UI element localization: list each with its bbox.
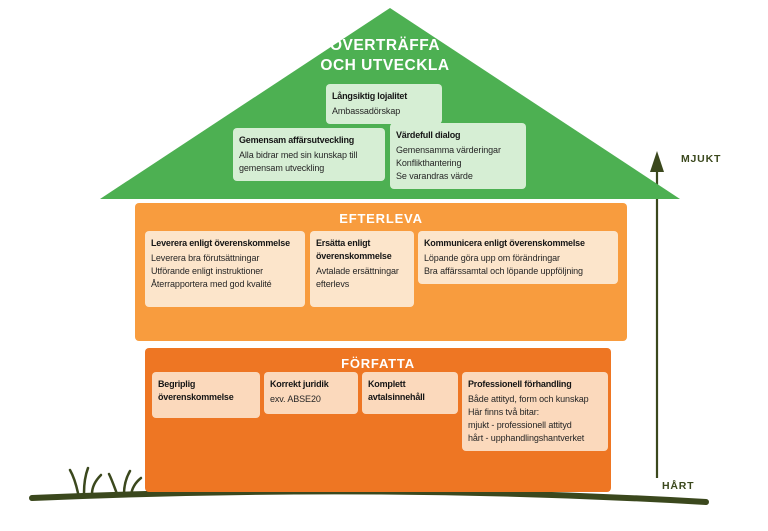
ground-line <box>29 488 709 505</box>
card-line: Alla bidrar med sin kunskap till <box>239 150 358 161</box>
card-line: Återrapportera med god kvalité <box>151 279 272 290</box>
card-professionell-forhandling: Professionell förhandling Både attityd, … <box>462 372 608 452</box>
card-title: Professionell förhandling <box>468 379 572 389</box>
card-line: Leverera bra förutsättningar <box>151 253 260 264</box>
card-kommunicera-enligt-overenskommelse: Kommunicera enligt överenskommelse Löpan… <box>418 231 618 285</box>
axis-arrow-icon <box>650 151 664 478</box>
card-line: Här finns två bitar: <box>468 407 540 418</box>
roof-title-line: OCH UTVECKLA <box>320 57 450 75</box>
card-begriplig-overenskommelse: Begriplig överenskommelse <box>152 372 260 418</box>
card-leverera-enligt-overenskommelse: Leverera enligt överenskommelse Leverera… <box>145 231 305 307</box>
axis-label-hard: HÅRT <box>662 480 695 492</box>
card-line: hårt - upphandlingshantverket <box>468 433 585 444</box>
card-line: Både attityd, form och kunskap <box>468 394 589 405</box>
axis-label-soft: MJUKT <box>681 153 722 165</box>
card-title: Gemensam affärsutveckling <box>239 135 355 145</box>
roof-title: ÖVERTRÄFFA OCH UTVECKLA <box>295 36 475 76</box>
card-ersatta-enligt-overenskommelse: Ersätta enligt överenskommelse Avtalade … <box>310 231 414 307</box>
card-title: Långsiktig lojalitet <box>332 91 408 101</box>
card-title: Komplett avtalsinnehåll <box>368 379 425 403</box>
card-vardefull-dialog: Värdefull dialog Gemensamma värderingar … <box>390 123 526 190</box>
roof-title-line: ÖVERTRÄFFA <box>329 37 441 54</box>
card-line: Ambassadörskap <box>332 106 401 117</box>
card-line: Se varandras värde <box>396 171 473 182</box>
card-langsiktig-lojalitet: Långsiktig lojalitet Ambassadörskap <box>326 84 442 125</box>
bottom-section-title: FÖRFATTA <box>341 356 415 371</box>
card-line: exv. ABSE20 <box>270 394 321 405</box>
middle-section-title: EFTERLEVA <box>339 211 423 226</box>
card-title: Kommunicera enligt överenskommelse <box>424 238 585 248</box>
card-title: Korrekt juridik <box>270 379 329 389</box>
card-line: Konflikthantering <box>396 158 462 169</box>
card-title: Värdefull dialog <box>396 130 461 140</box>
card-gemensam-affarsutveckling: Gemensam affärsutveckling Alla bidrar me… <box>233 128 385 182</box>
card-komplett-avtalsinnehall: Komplett avtalsinnehåll <box>362 372 458 414</box>
card-korrekt-juridik: Korrekt juridik exv. ABSE20 <box>264 372 358 414</box>
card-title: Ersätta enligt överenskommelse <box>316 238 392 262</box>
card-title: Begriplig överenskommelse <box>158 379 234 403</box>
card-line: Bra affärssamtal och löpande uppföljning <box>424 266 583 277</box>
card-line: mjukt - professionell attityd <box>468 420 572 431</box>
card-title: Leverera enligt överenskommelse <box>151 238 290 248</box>
card-line: Löpande göra upp om förändringar <box>424 253 560 264</box>
card-line: Gemensamma värderingar <box>396 145 501 156</box>
card-line: efterlevs <box>316 279 350 290</box>
card-line: Avtalade ersättningar <box>316 266 399 277</box>
card-line: gemensam utveckling <box>239 163 325 174</box>
grass-icon <box>68 466 143 497</box>
card-line: Utförande enligt instruktioner <box>151 266 264 277</box>
